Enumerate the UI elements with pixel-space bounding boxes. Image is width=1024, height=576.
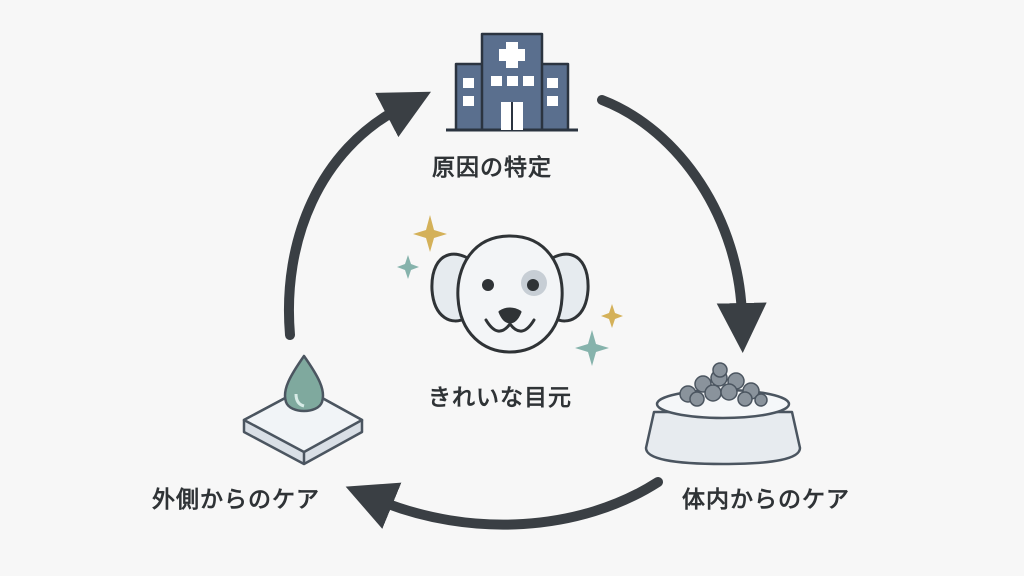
sparkle-teal-small-icon xyxy=(397,255,419,279)
step-label-cause: 原因の特定 xyxy=(432,155,552,181)
step-label-external-care: 外側からのケア xyxy=(152,487,320,513)
arrow-left-to-top xyxy=(284,91,431,340)
arrow-top-to-right xyxy=(597,95,767,353)
hospital-building-icon xyxy=(446,32,578,132)
sparkle-gold-small-icon xyxy=(601,304,623,328)
water-drop-pad-icon xyxy=(242,354,364,466)
arrow-right-to-left xyxy=(345,477,663,530)
sparkle-gold-large-icon xyxy=(413,215,447,252)
step-label-internal-care: 体内からのケア xyxy=(682,487,850,513)
center-label-clean-eyes: きれいな目元 xyxy=(428,385,572,411)
food-bowl-icon xyxy=(644,362,802,466)
dog-face-icon xyxy=(430,234,590,354)
sparkle-teal-large-icon xyxy=(575,330,609,366)
